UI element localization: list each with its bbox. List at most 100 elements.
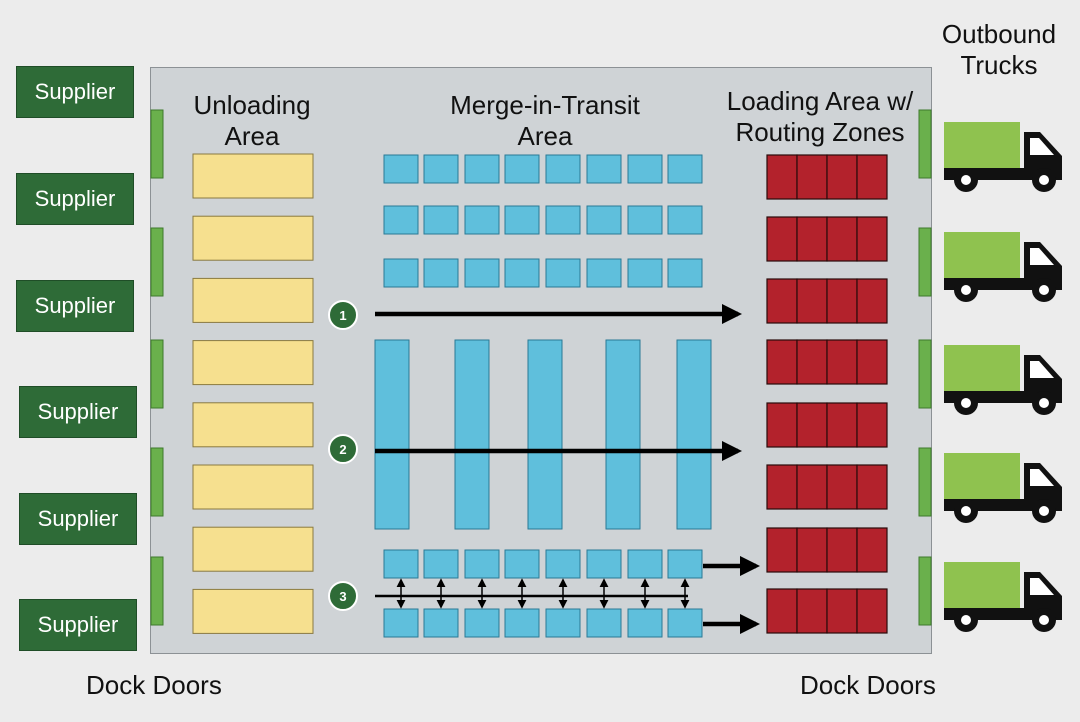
truck-hubcap: [1039, 175, 1049, 185]
routing-zone-cell: [856, 527, 888, 573]
routing-zone-cell: [796, 216, 828, 262]
flow-marker-number: 3: [339, 589, 346, 604]
supplier-box-2: Supplier: [16, 173, 134, 225]
dock-door-left: [150, 447, 164, 517]
supplier-box-1: Supplier: [16, 66, 134, 118]
routing-zone-cell: [826, 464, 858, 510]
truck-icon: [944, 562, 1062, 632]
routing-zone-cell: [796, 339, 828, 385]
dock-doors-right-label: Dock Doors: [800, 670, 936, 700]
truck-window: [1030, 138, 1054, 155]
truck-hubcap: [1039, 398, 1049, 408]
truck-hubcap: [961, 398, 971, 408]
merge-box: [667, 154, 703, 184]
routing-zone-cell: [826, 588, 858, 634]
truck-icon: [944, 122, 1062, 192]
merge-box: [504, 154, 540, 184]
outbound-title-line-2: Trucks: [960, 50, 1038, 80]
merge-box: [586, 258, 622, 288]
merge-box: [627, 258, 663, 288]
unloading-bay: [192, 526, 314, 572]
flow-marker-circle: [328, 300, 358, 330]
merge-box: [667, 258, 703, 288]
merge-box: [586, 608, 622, 638]
routing-zone-cell: [766, 154, 798, 200]
routing-zone-cell: [766, 588, 798, 634]
truck-hubcap: [961, 175, 971, 185]
supplier-label: Supplier: [37, 506, 119, 531]
truck-icon: [944, 453, 1062, 523]
routing-zone-cell: [826, 216, 858, 262]
outbound-title-line-1: Outbound: [941, 19, 1057, 49]
truck-cargo: [944, 453, 1020, 499]
merge-box: [586, 154, 622, 184]
truck-hubcap: [1039, 506, 1049, 516]
dock-door-right: [918, 109, 932, 179]
routing-zone-cell: [856, 216, 888, 262]
merge-box: [383, 549, 419, 579]
loading-title-line-1: Loading Area w/: [726, 86, 914, 116]
supplier-label: Supplier: [34, 293, 116, 318]
merge-box: [586, 205, 622, 235]
dock-doors-left-label: Dock Doors: [86, 670, 222, 700]
flow-marker-circle: [328, 581, 358, 611]
routing-zone-cell: [856, 154, 888, 200]
truck-cargo: [944, 562, 1020, 608]
merge-box: [545, 205, 581, 235]
truck-cargo: [944, 122, 1020, 168]
merge-box: [667, 205, 703, 235]
routing-zone-cell: [856, 402, 888, 448]
merge-lane: [454, 339, 490, 530]
merge-lane: [676, 339, 712, 530]
routing-zone-cell: [796, 464, 828, 510]
dock-door-left: [150, 339, 164, 409]
routing-zone-cell: [796, 154, 828, 200]
merge-box: [464, 549, 500, 579]
supplier-box-4: Supplier: [19, 386, 137, 438]
flow-marker-number: 1: [339, 308, 346, 323]
routing-zone-cell: [856, 278, 888, 324]
merge-box: [423, 258, 459, 288]
truck-hubcap: [1039, 615, 1049, 625]
merge-box: [383, 154, 419, 184]
routing-zone-cell: [796, 402, 828, 448]
routing-zone-cell: [796, 278, 828, 324]
routing-zone-cell: [766, 216, 798, 262]
merge-box: [627, 154, 663, 184]
merge-box: [545, 154, 581, 184]
merge-box: [464, 205, 500, 235]
routing-zone-cell: [796, 588, 828, 634]
dock-door-right: [918, 339, 932, 409]
routing-zone-cell: [826, 339, 858, 385]
flow-marker-number: 2: [339, 442, 346, 457]
truck-window: [1030, 469, 1054, 486]
unloading-bay: [192, 588, 314, 634]
merge-box: [545, 608, 581, 638]
routing-zone-cell: [826, 154, 858, 200]
merge-box: [464, 154, 500, 184]
merge-area-title: Merge-in-Transit Area: [420, 90, 670, 152]
routing-zone-cell: [796, 527, 828, 573]
routing-zone-cell: [826, 402, 858, 448]
routing-zone-cell: [856, 588, 888, 634]
supplier-box-6: Supplier: [19, 599, 137, 651]
unloading-bay: [192, 464, 314, 510]
merge-box: [423, 608, 459, 638]
unloading-bay: [192, 215, 314, 261]
merge-box: [383, 205, 419, 235]
merge-title-line-2: Area: [517, 121, 573, 151]
unloading-bay: [192, 153, 314, 199]
truck-window: [1030, 248, 1054, 265]
dock-door-left: [150, 556, 164, 626]
routing-zone-cell: [856, 339, 888, 385]
truck-hubcap: [1039, 285, 1049, 295]
merge-title-line-1: Merge-in-Transit: [450, 90, 640, 120]
unloading-title-line-2: Area: [224, 121, 280, 151]
merge-box: [627, 608, 663, 638]
loading-area-title: Loading Area w/ Routing Zones: [705, 86, 935, 148]
supplier-label: Supplier: [37, 399, 119, 424]
merge-box: [464, 258, 500, 288]
routing-zone-cell: [766, 339, 798, 385]
routing-zone-cell: [766, 527, 798, 573]
